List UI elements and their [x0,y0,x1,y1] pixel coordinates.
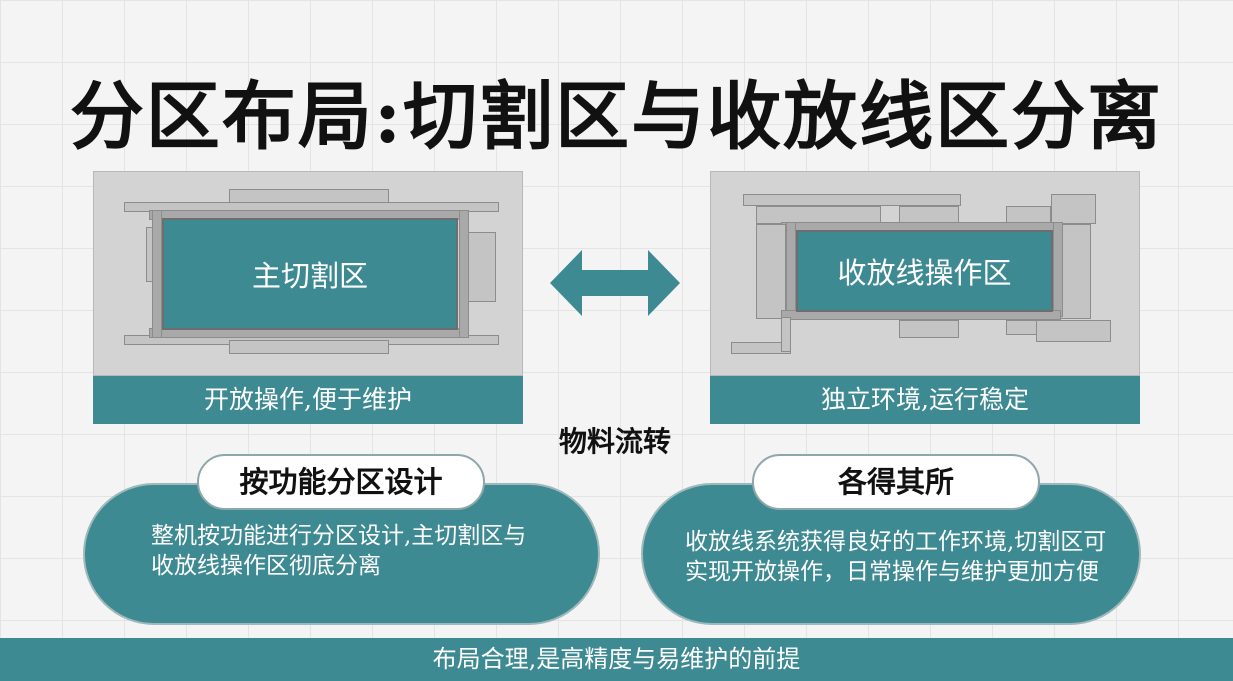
cutting-machine-diagram: 主切割区 [93,171,523,376]
right-side-block [466,232,496,302]
right-frame-post [459,210,469,338]
bottom-block-3 [1036,320,1111,342]
left-side-panel [756,224,786,319]
payoff-zone-caption: 独立环境,运行稳定 [710,376,1140,424]
cutting-zone-panel: 主切割区 开放操作,便于维护 [93,171,523,424]
main-cutting-zone: 主切割区 [162,218,458,330]
zoning-design-heading: 按功能分区设计 [197,454,485,510]
bottom-rail-cover [229,340,389,354]
flow-label: 物料流转 [558,425,671,458]
each-in-place-card: 收放线系统获得良好的工作环境,切割区可实现开放操作，日常操作与维护更加方便 [641,483,1141,625]
bottom-left-post [781,317,791,352]
left-frame-post [786,222,796,317]
zoning-design-body: 整机按功能进行分区设计,主切割区与收放线操作区彻底分离 [151,523,527,579]
left-frame-post [152,210,162,338]
each-in-place-heading: 各得其所 [752,454,1040,510]
payoff-zone-panel: 收放线操作区 独立环境,运行稳定 [710,171,1140,424]
page-title: 分区布局:切割区与收放线区分离 [69,74,1164,160]
cutting-zone-caption: 开放操作,便于维护 [93,376,523,424]
payoff-operation-zone: 收放线操作区 [796,230,1053,312]
top-block-4 [1051,194,1096,224]
footer-banner: 布局合理,是高精度与易维护的前提 [0,638,1233,681]
double-arrow-icon [550,250,680,316]
each-in-place-body: 收放线系统获得良好的工作环境,切割区可实现开放操作，日常操作与维护更加方便 [685,529,1107,585]
top-rail [743,194,961,206]
payoff-machine-diagram: 收放线操作区 [710,171,1140,376]
bottom-block-1 [899,320,959,338]
right-frame-post [1053,222,1063,317]
